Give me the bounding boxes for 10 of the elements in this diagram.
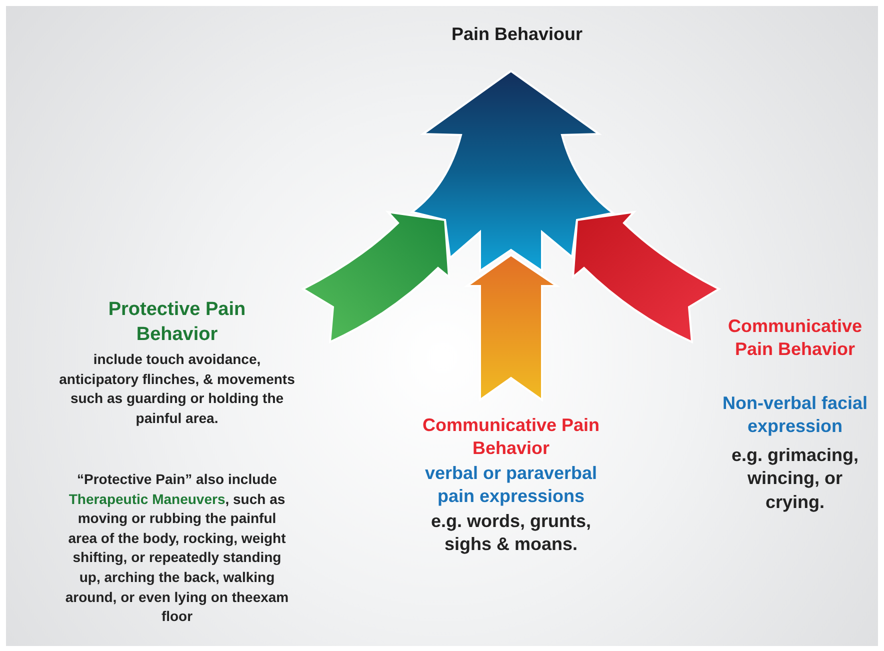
label-text: include touch avoidance, anticipatory flinches, & movements such as guarding or holding the painful area. bbox=[58, 350, 296, 428]
label-text: e.g. words, grunts, sighs & moans. bbox=[430, 510, 592, 556]
label-heading: Protective Pain Behavior bbox=[107, 298, 247, 347]
label-text: verbal or paraverbal pain expressions bbox=[424, 462, 598, 508]
label-text: e.g. grimacing, wincing, or crying. bbox=[730, 444, 860, 514]
label-text: “Protective Pain” also include Therapeutic Maneuvers, such as moving or rubbing the painful area of the body, rocking, weight shifting, or repeatedly standing up, arching the back, walking around, or even lying on theexam floor bbox=[64, 470, 290, 626]
label-heading: Communicative Pain Behavior bbox=[421, 414, 601, 460]
diagram-title: Pain Behaviour bbox=[450, 24, 584, 45]
label-text: Non-verbal facial expression bbox=[721, 392, 869, 438]
label-heading: Communicative Pain Behavior bbox=[726, 315, 864, 362]
